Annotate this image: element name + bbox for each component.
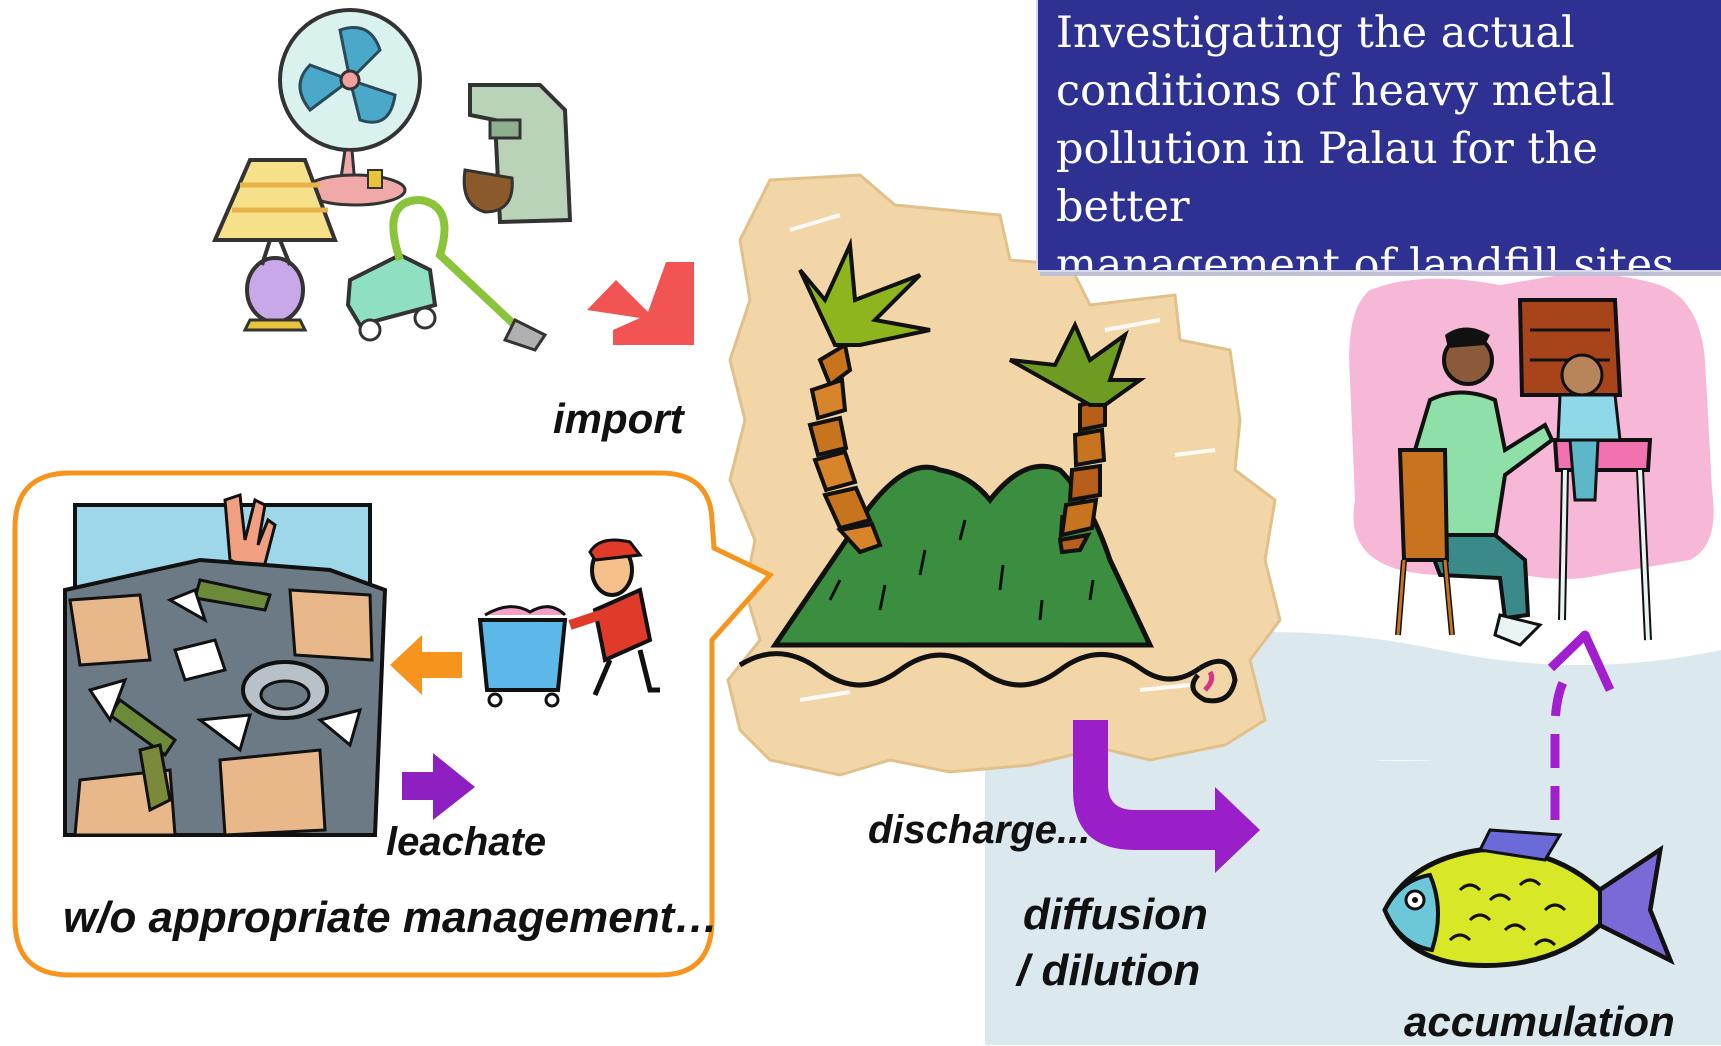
sea-background: [985, 721, 1721, 1045]
accumulation-arrow: [1547, 630, 1615, 820]
import-label: import: [553, 395, 684, 442]
island-icon: [738, 237, 1238, 704]
garbage-cart-worker-icon: [477, 538, 660, 708]
household-appliances-icon: [211, 8, 573, 352]
shore-wave: [738, 651, 1202, 688]
import-arrow: [587, 262, 694, 345]
title-text: Investigating the actual conditions of h…: [1056, 8, 1688, 272]
leachate-arrow: [402, 753, 475, 820]
palm-tree-right: [1009, 320, 1147, 555]
discharge-arrow: [1073, 720, 1260, 873]
diffusion-label-line1: diffusion: [1023, 890, 1208, 939]
accumulation-label: accumulation: [1404, 998, 1675, 1045]
discharge-label: discharge...: [868, 808, 1091, 852]
management-label: w/o appropriate management…: [63, 893, 719, 942]
fish-icon: [1382, 828, 1675, 968]
palm-tree-left: [798, 237, 931, 555]
landfill-garbage-icon: [63, 492, 388, 837]
diffusion-label-line2: / dilution: [1017, 946, 1201, 995]
leachate-label: leachate: [386, 820, 547, 864]
father-feeding-baby-icon: [1349, 273, 1714, 647]
landfill-arrow: [390, 635, 462, 695]
title-box: Investigating the actual conditions of h…: [1036, 0, 1721, 272]
sea-shelf: [1160, 632, 1721, 760]
